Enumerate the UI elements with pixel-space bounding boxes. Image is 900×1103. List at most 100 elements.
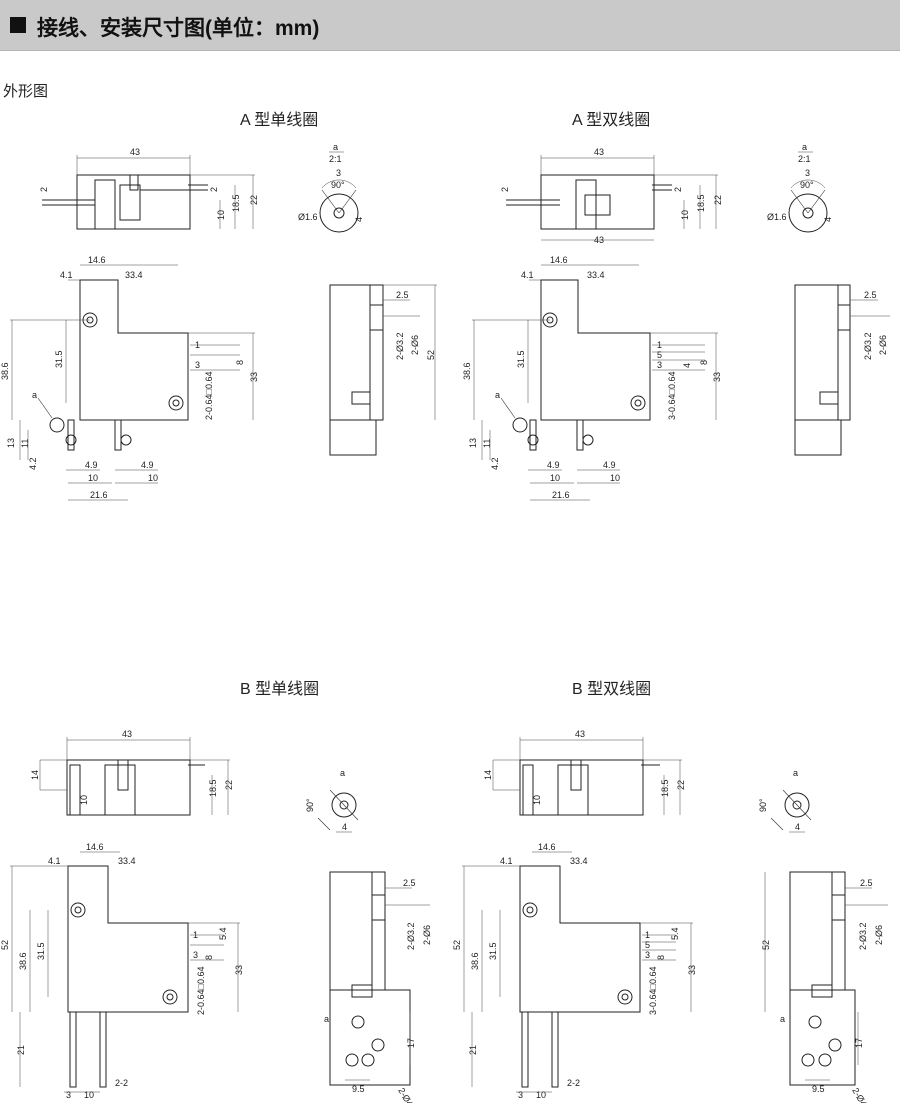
dimension-label: 17 bbox=[406, 1038, 416, 1048]
dimension-label: 31.5 bbox=[36, 942, 46, 960]
dimension-label: 2-2 bbox=[115, 1078, 128, 1088]
dimension-label: 1 bbox=[645, 930, 650, 940]
caption-a-single: A 型单线圈 bbox=[240, 112, 319, 129]
dimension-label: 2 bbox=[39, 187, 49, 192]
dimension-label: 4.1 bbox=[48, 856, 61, 866]
caption-b-single: B 型单线圈 bbox=[240, 681, 320, 698]
dimension-label: 38.6 bbox=[18, 952, 28, 970]
dimension-label: 10 bbox=[532, 795, 542, 805]
dimension-label: 31.5 bbox=[54, 350, 64, 368]
caption-a-double: A 型双线圈 bbox=[572, 112, 651, 129]
dimension-label: 2:1 bbox=[798, 154, 811, 164]
b-double-front-view: 14.6 4.1 33.4 52 38.6 31.5 33 1 5 3 bbox=[452, 842, 697, 1100]
b-single-front-view: 14.6 4.1 33.4 52 38.6 31.5 33 1 3 8 5.4 bbox=[0, 842, 244, 1100]
dimension-label: 8 bbox=[204, 955, 214, 960]
dimension-label: 14.6 bbox=[86, 842, 104, 852]
dimension-label: 17 bbox=[854, 1038, 864, 1048]
bullet-square-icon bbox=[10, 17, 26, 33]
dimension-label: 3 bbox=[66, 1090, 71, 1100]
b-single-side-view: a 2.5 2-Ø3.2 2-Ø6 17 9.5 2-Ø4.2 bbox=[324, 871, 432, 1103]
dimension-label: 4.1 bbox=[500, 856, 513, 866]
dimension-label: 4.9 bbox=[603, 460, 616, 470]
dimension-label: 4 bbox=[823, 217, 833, 222]
dimension-label: 8 bbox=[699, 360, 709, 365]
dimension-label: 90° bbox=[758, 798, 768, 812]
dimension-label: 5.4 bbox=[218, 927, 228, 940]
dimension-label: 10 bbox=[680, 210, 690, 220]
dimension-label: 2-0.64□0.64 bbox=[204, 372, 214, 420]
dimension-label: 31.5 bbox=[516, 350, 526, 368]
drawing-a-single: 43 22 18.5 10 2 2 a 2:1 bbox=[0, 142, 437, 501]
dimension-label: 4.1 bbox=[521, 270, 534, 280]
dimension-label: 2-Ø6 bbox=[874, 925, 884, 945]
b-double-detail-a: a 4 90° bbox=[758, 768, 812, 833]
dimension-label: 3-0.64□0.64 bbox=[648, 967, 658, 1015]
dimension-label: 2-Ø6 bbox=[878, 335, 888, 355]
dimension-label: 1 bbox=[657, 340, 662, 350]
dimension-label: Ø1.6 bbox=[298, 212, 318, 222]
a-double-front-view: 14.6 4.1 33.4 38.6 31.5 33 1 5 3 4 8 bbox=[462, 255, 722, 501]
dimension-label: 22 bbox=[713, 195, 723, 205]
drawing-b-double: 43 14 10 22 18.5 a 4 90° bbox=[452, 729, 888, 1103]
dimension-label: 2.5 bbox=[403, 878, 416, 888]
header-bar: 接线、安装尺寸图(单位：mm) bbox=[0, 0, 900, 51]
dimension-label: 2.5 bbox=[860, 878, 873, 888]
dimension-label: 18.5 bbox=[660, 779, 670, 797]
dimension-label: 22 bbox=[676, 780, 686, 790]
dimension-label: 52 bbox=[761, 940, 771, 950]
drawing-b-single: 43 14 10 22 18.5 a 4 90° bbox=[0, 729, 432, 1103]
dimension-label: 22 bbox=[224, 780, 234, 790]
a-single-side-view: 2.5 2-Ø3.2 2-Ø6 52 bbox=[329, 284, 437, 456]
dimension-label: 2.5 bbox=[864, 290, 877, 300]
dimension-label: 2.5 bbox=[396, 290, 409, 300]
dimension-label: 90° bbox=[305, 798, 315, 812]
dimension-label: 38.6 bbox=[462, 362, 472, 380]
dimension-label: 3 bbox=[518, 1090, 523, 1100]
dimension-label: 1 bbox=[193, 930, 198, 940]
dimension-label: 13 bbox=[6, 438, 16, 448]
dimension-label: 8 bbox=[235, 360, 245, 365]
dimension-label: 33.4 bbox=[125, 270, 143, 280]
dimension-label: 43 bbox=[594, 235, 604, 245]
dimension-label: 9.5 bbox=[352, 1084, 365, 1094]
dimension-label: a bbox=[793, 768, 798, 778]
dimension-label: 43 bbox=[575, 729, 585, 739]
dimension-label: 3 bbox=[657, 360, 662, 370]
dimension-label: 21 bbox=[468, 1045, 478, 1055]
dimension-label: 4.2 bbox=[28, 457, 38, 470]
dimension-label: 4.1 bbox=[60, 270, 73, 280]
dimension-label: 38.6 bbox=[470, 952, 480, 970]
dimension-label: 4.9 bbox=[547, 460, 560, 470]
drawing-a-double: 43 43 22 18.5 10 2 2 a 2:1 bbox=[462, 142, 890, 501]
dimension-label: 10 bbox=[536, 1090, 546, 1100]
dimension-label: 2-Ø4.2 bbox=[850, 1086, 872, 1103]
dimension-label: 2-Ø3.2 bbox=[395, 332, 405, 360]
dimension-label: 9.5 bbox=[812, 1084, 825, 1094]
dimension-label: 14.6 bbox=[538, 842, 556, 852]
dimension-label: 3-0.64□0.64 bbox=[667, 372, 677, 420]
dimension-label: 18.5 bbox=[696, 194, 706, 212]
dimension-label: 52 bbox=[452, 940, 462, 950]
dimension-label: 3 bbox=[195, 360, 200, 370]
dimension-label: 33 bbox=[687, 965, 697, 975]
dimension-label: 2-Ø3.2 bbox=[863, 332, 873, 360]
dimension-label: 2-Ø6 bbox=[422, 925, 432, 945]
dimension-label: 2-0.64□0.64 bbox=[196, 967, 206, 1015]
a-single-front-view: 14.6 4.1 33.4 38.6 31.5 33 1 3 8 2-0.64□… bbox=[0, 255, 259, 501]
dimension-label: 52 bbox=[426, 350, 436, 360]
dimension-label: 33 bbox=[712, 372, 722, 382]
dimension-label: 43 bbox=[122, 729, 132, 739]
dimension-label: 18.5 bbox=[231, 194, 241, 212]
dimension-label: 2-Ø3.2 bbox=[858, 922, 868, 950]
a-double-top-view: 43 43 22 18.5 10 2 2 bbox=[500, 147, 723, 245]
dimension-label: Ø1.6 bbox=[767, 212, 787, 222]
dimension-label: 14.6 bbox=[88, 255, 106, 265]
dimension-label: 4 bbox=[342, 822, 347, 832]
dimension-label: 14.6 bbox=[550, 255, 568, 265]
a-double-detail-a: a 2:1 90° 3 Ø1.6 4 bbox=[767, 142, 833, 233]
dimension-label: 10 bbox=[79, 795, 89, 805]
dimension-label: 1 bbox=[195, 340, 200, 350]
dimension-label: 14 bbox=[483, 770, 493, 780]
dimension-label: a bbox=[333, 142, 338, 152]
